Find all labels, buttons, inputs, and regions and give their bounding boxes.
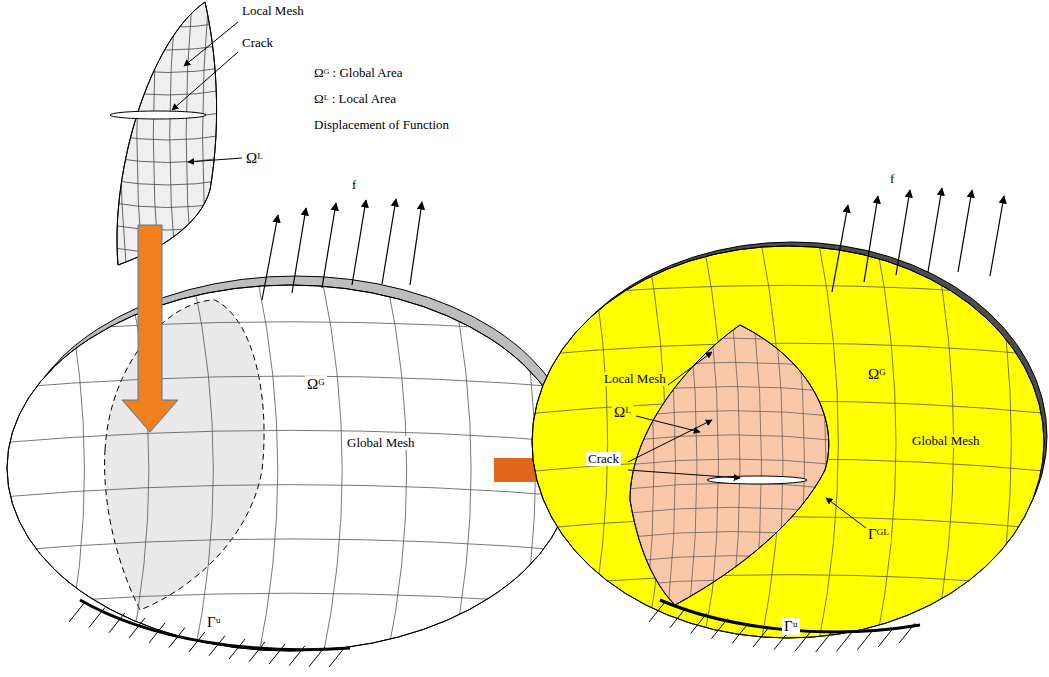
mesh-line — [647, 320, 655, 610]
mesh-line — [110, 248, 225, 253]
mesh-line — [625, 338, 840, 344]
support-hatch — [712, 619, 728, 639]
support-hatch — [289, 646, 305, 666]
part-label: Local Mesh — [602, 372, 668, 386]
mesh-line — [625, 362, 840, 368]
mesh-line — [110, 158, 225, 163]
mesh-line — [530, 285, 1049, 298]
support-hatch — [229, 639, 245, 659]
mesh-line — [625, 507, 840, 513]
mesh-line — [668, 320, 676, 610]
mesh-line — [110, 135, 225, 140]
mesh-line — [625, 532, 840, 538]
region-symbol: Ωᴸ — [244, 150, 265, 167]
part-label: Crack — [586, 452, 621, 466]
region-symbol: Ωᴸ — [612, 404, 633, 421]
mesh-line — [322, 280, 342, 660]
mesh-line — [110, 203, 225, 208]
support-hatch — [329, 647, 345, 667]
support-hatch — [837, 631, 853, 651]
load-symbol: f — [888, 172, 896, 186]
support-hatch — [857, 630, 873, 650]
part-label: Global Mesh — [345, 436, 417, 450]
mesh-line — [711, 320, 719, 610]
support-hatch — [816, 632, 832, 652]
mesh-line — [0, 322, 580, 335]
mesh-line — [991, 240, 1011, 645]
support-hatch — [69, 602, 85, 622]
support-hatch — [149, 623, 165, 643]
mesh-line — [625, 556, 840, 562]
mesh-line — [203, 0, 209, 270]
support-hatch — [670, 608, 686, 628]
mesh-line — [193, 280, 213, 660]
load-symbol: f — [350, 178, 358, 192]
support-hatch — [269, 644, 285, 664]
support-hatch — [878, 627, 894, 647]
support-hatch — [309, 647, 325, 667]
mesh-line — [258, 280, 278, 660]
mesh-line — [588, 240, 608, 645]
support-hatch — [691, 613, 707, 633]
support-hatch — [649, 602, 665, 622]
mesh-line — [186, 0, 192, 270]
region-symbol: Ωᴳ — [866, 366, 888, 383]
mesh-line — [0, 376, 580, 389]
mesh-line — [819, 320, 827, 610]
mesh-line — [110, 90, 225, 95]
mesh-line — [387, 280, 407, 660]
boundary-symbol: Γᴳᴸ — [866, 526, 891, 543]
mesh-line — [876, 240, 896, 645]
mesh-line — [110, 68, 225, 73]
mesh-line — [110, 23, 225, 28]
mesh-line — [625, 387, 840, 393]
mesh-line — [625, 459, 840, 465]
support-hatch — [209, 636, 225, 656]
mesh-line — [64, 280, 84, 660]
part-label: Global Mesh — [910, 434, 982, 448]
legend-note: Ωᴳ : Global Area — [312, 66, 405, 80]
mesh-line — [110, 225, 225, 230]
mesh-line — [451, 280, 471, 660]
support-hatch — [899, 623, 915, 643]
support-hatch — [89, 607, 105, 627]
support-hatch — [732, 623, 748, 643]
legend-note: Ωᴸ : Local Area — [312, 92, 398, 106]
support-hatch — [189, 632, 205, 652]
mesh-line — [120, 0, 126, 270]
region-symbol: Ωᴳ — [305, 376, 327, 393]
support-hatch — [169, 628, 185, 648]
support-hatch — [109, 613, 125, 633]
part-label: Crack — [240, 36, 275, 50]
mesh-line — [0, 539, 580, 552]
mesh-line — [754, 320, 762, 610]
support-hatch — [249, 642, 265, 662]
boundary-symbol: Γᵘ — [782, 618, 800, 635]
support-hatch — [753, 627, 769, 647]
mesh-line — [625, 435, 840, 441]
mesh-line — [0, 485, 580, 498]
mesh-line — [797, 320, 805, 610]
legend-note: Displacement of Function — [312, 118, 451, 132]
mesh-line — [530, 343, 1049, 356]
part-label: Local Mesh — [240, 4, 306, 18]
support-hatch — [129, 618, 145, 638]
boundary-symbol: Γᵘ — [205, 614, 223, 631]
mesh-line — [625, 483, 840, 489]
mesh-line — [110, 180, 225, 185]
mesh-line — [0, 430, 580, 443]
